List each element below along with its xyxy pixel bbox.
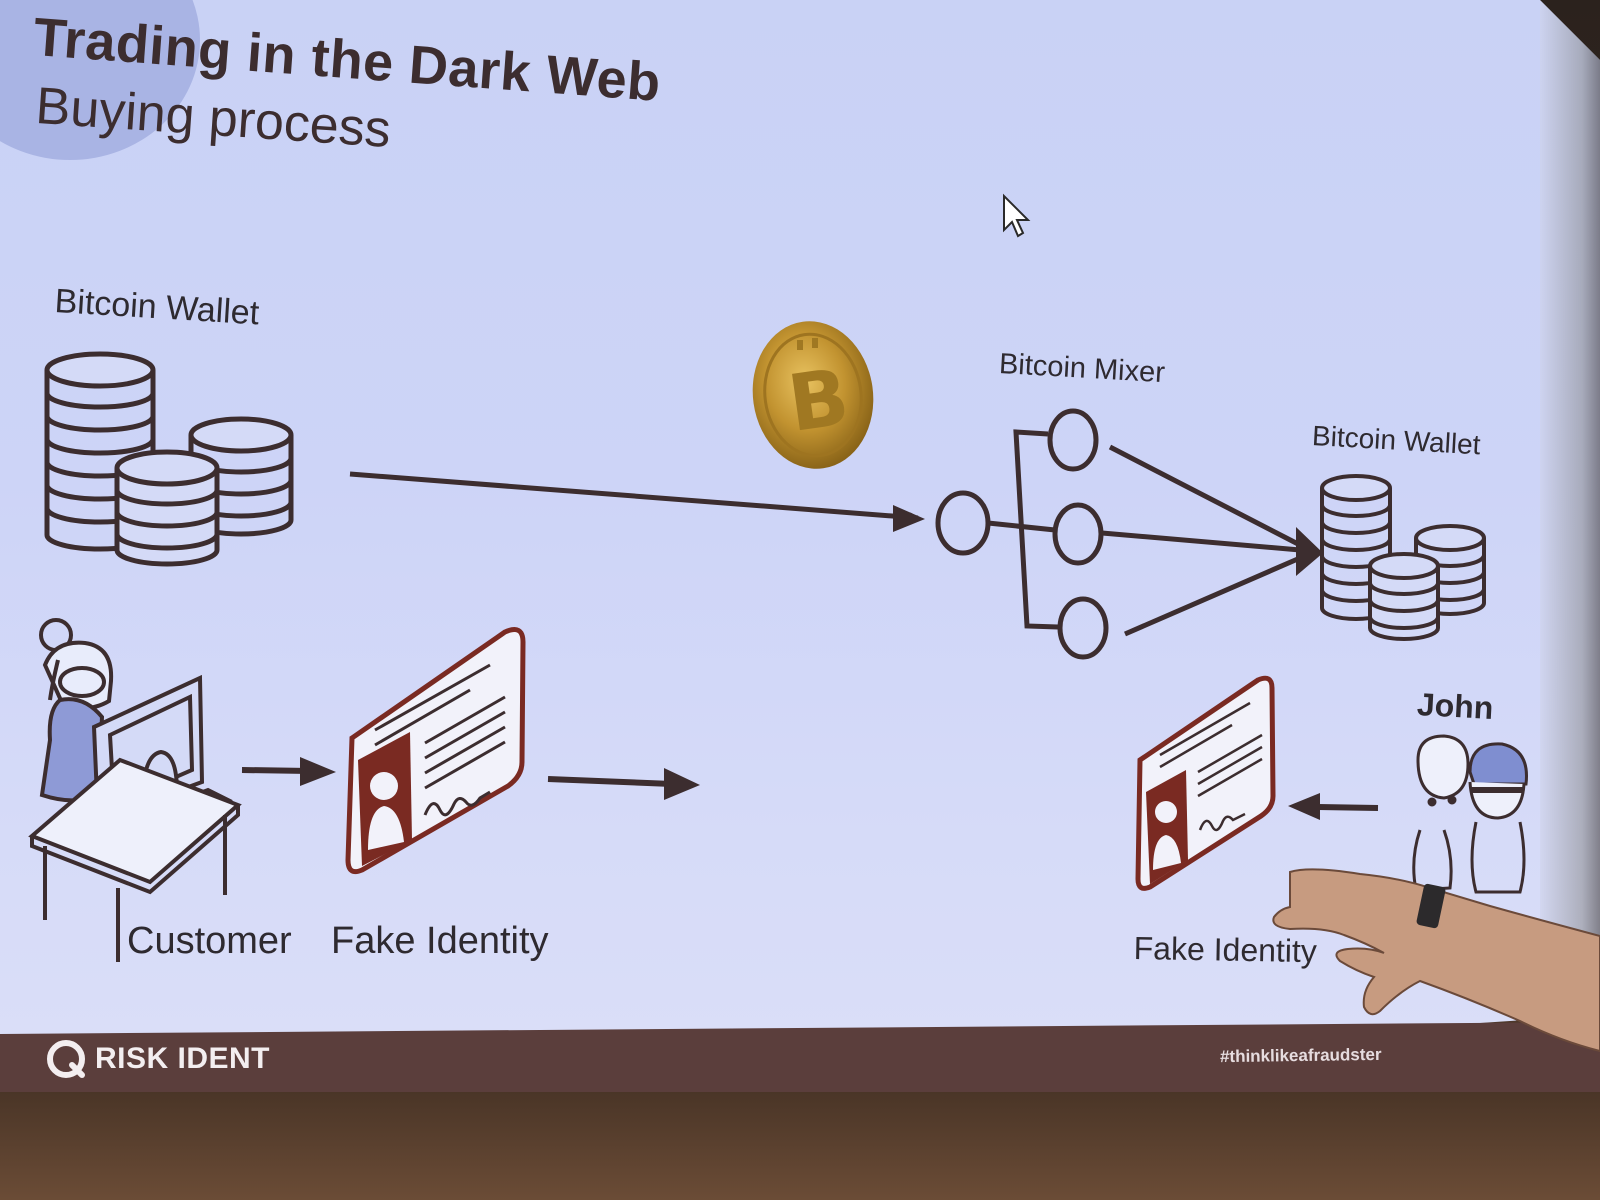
- hashtag: #thinklikeafraudster: [1219, 1044, 1382, 1067]
- id-card-icon: [345, 627, 526, 875]
- arrow-icon: [241, 757, 1379, 820]
- fake-identity-left-label: Fake Identity: [331, 920, 549, 962]
- svg-text:B: B: [783, 353, 854, 450]
- mouse-cursor-icon: [1003, 193, 1031, 238]
- brand: RISK IDENT: [45, 1038, 270, 1080]
- john-label: John: [1416, 686, 1495, 726]
- arrow-icon: [349, 471, 920, 523]
- brand-name: RISK IDENT: [95, 1042, 271, 1075]
- screen-edge: [1540, 0, 1600, 1030]
- coin-stack-icon: [1320, 474, 1486, 641]
- customer-at-desk-icon: [28, 618, 242, 962]
- customer-label: Customer: [127, 920, 292, 962]
- mixer-node-icon: [935, 408, 1302, 660]
- arrow-icon: [1296, 527, 1323, 576]
- buying-process-diagram: B: [28, 193, 1528, 962]
- id-card-icon: [1135, 675, 1276, 891]
- risk-ident-logo-icon: [47, 1040, 85, 1078]
- two-people-icon: [1412, 734, 1528, 894]
- coin-stack-icon: [44, 351, 294, 567]
- fake-identity-right-label: Fake Identity: [1133, 930, 1318, 970]
- room-floor: [0, 1092, 1600, 1200]
- bitcoin-coin-icon: B: [752, 321, 874, 469]
